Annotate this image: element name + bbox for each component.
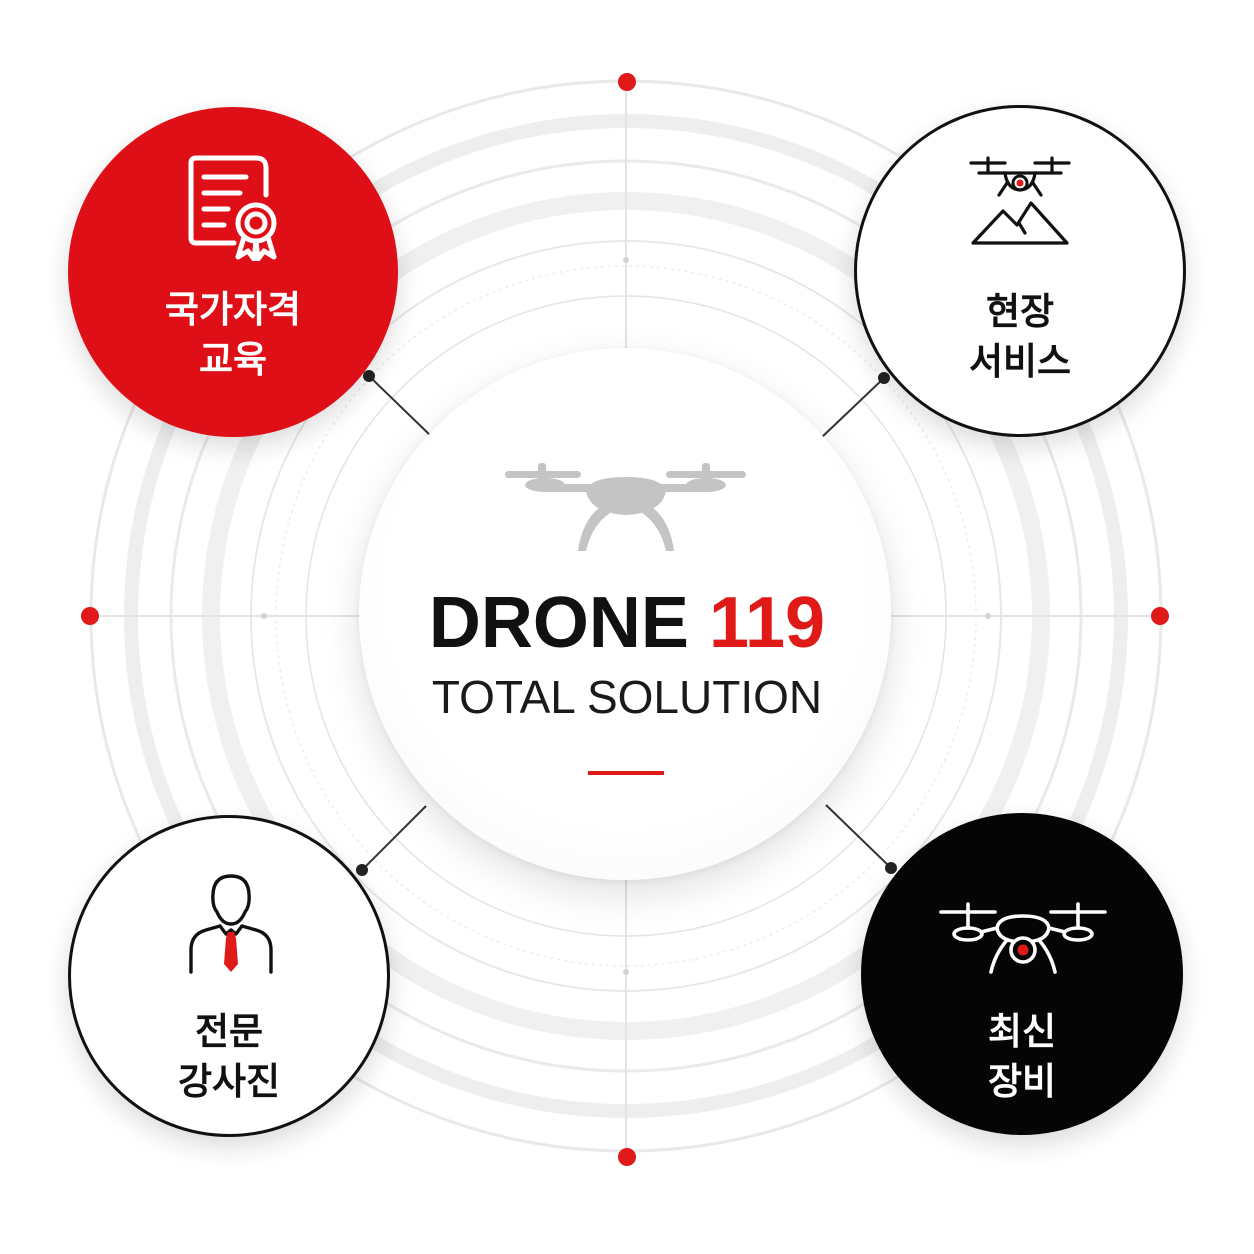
node-label-line: 전문 — [194, 1010, 264, 1053]
node-label-line: 현장 — [985, 290, 1055, 333]
node-certification-education — [68, 107, 398, 437]
node-label-line: 최신 — [987, 1010, 1057, 1053]
red-marker-dots — [81, 73, 1169, 1166]
center-title: DRONE 119 — [327, 583, 927, 663]
certificate-icon — [188, 155, 277, 261]
node-field-service — [854, 105, 1186, 437]
drone-mountain-icon — [969, 156, 1071, 245]
camera-drone-icon — [939, 902, 1107, 974]
node-label-field-service: 현장 서비스 — [870, 287, 1170, 387]
title-number: 119 — [708, 583, 826, 663]
node-latest-equipment — [861, 813, 1183, 1135]
instructor-icon — [189, 874, 273, 974]
accent-underline — [588, 771, 664, 775]
node-label-instructors: 전문 강사진 — [79, 1007, 379, 1107]
node-label-line: 장비 — [987, 1060, 1057, 1103]
node-label-line: 국가자격 — [164, 288, 302, 331]
node-label-certification: 국가자격 교육 — [83, 285, 383, 385]
node-expert-instructors — [68, 815, 390, 1137]
title-main: DRONE — [428, 583, 689, 663]
drone-icon — [505, 463, 746, 551]
node-label-line: 교육 — [198, 338, 268, 381]
center-disc — [359, 348, 891, 880]
node-label-line: 강사진 — [177, 1060, 281, 1103]
center-subtitle: TOTAL SOLUTION — [431, 671, 823, 723]
node-label-line: 서비스 — [968, 340, 1072, 383]
node-label-equipment: 최신 장비 — [872, 1007, 1172, 1107]
